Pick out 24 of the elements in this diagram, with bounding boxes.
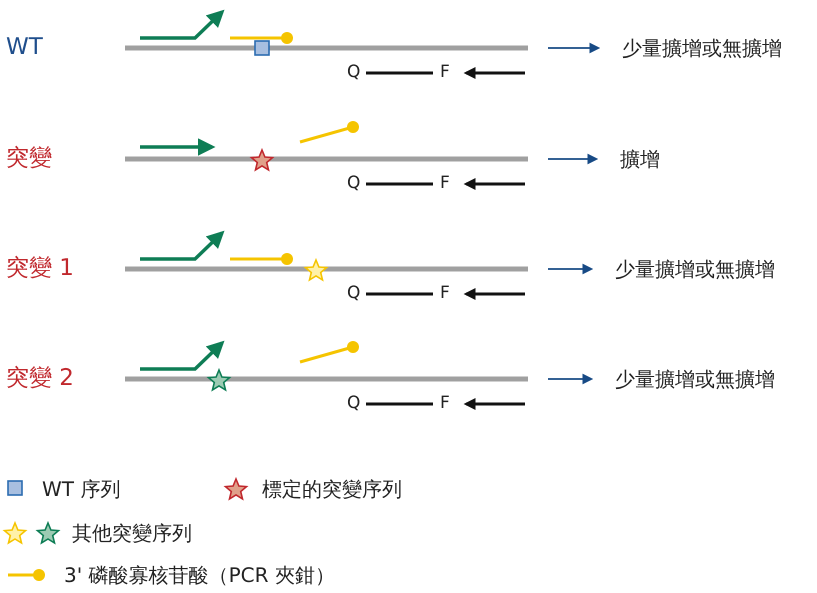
legend-label: 標定的突變序列 [262,479,402,499]
result-label: 少量擴增或無擴增 [615,259,775,279]
probe-label: F [440,64,450,81]
row-label: 突變 1 [6,257,74,280]
row-label: 突變 [6,147,52,170]
probe-label: Q [347,395,360,412]
probe-label: Q [347,175,360,192]
result-label: 少量擴增或無擴增 [622,38,782,58]
legend-label: 其他突變序列 [72,523,192,543]
result-label: 少量擴增或無擴增 [615,369,775,389]
legend-label: WT 序列 [42,479,120,499]
arrow [548,42,600,54]
legend-label: 3' 磷酸寡核苷酸（PCR 夾鉗） [64,565,335,585]
result-label: 擴增 [620,149,660,169]
probe-label: F [440,175,450,192]
probe-label: Q [347,64,360,81]
probe-label: F [440,395,450,412]
arrow [548,264,594,274]
probe-label: F [440,285,450,302]
probe-label: Q [347,285,360,302]
arrow [548,374,594,384]
row-label: WT [6,36,43,59]
row-label: 突變 2 [6,367,74,390]
arrow [548,154,598,164]
